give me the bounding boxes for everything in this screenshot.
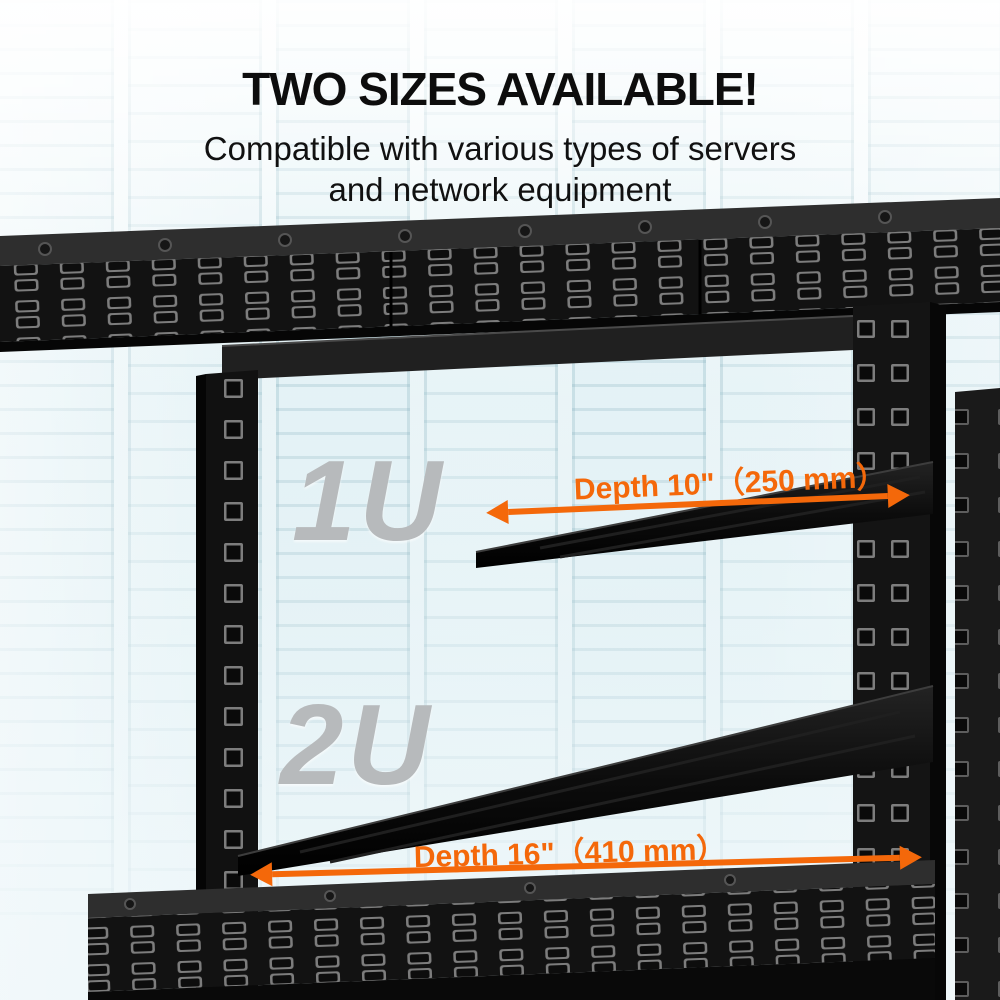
rack-side-rail — [221, 315, 854, 380]
arrow-head-right-icon — [887, 483, 911, 509]
shelf-2u — [237, 685, 934, 876]
headline: TWO SIZES AVAILABLE! — [242, 63, 759, 115]
subtitle: Compatible with various types of servers… — [0, 128, 1000, 211]
rack-back-post — [955, 388, 1000, 1000]
size-label-1u: 1U — [292, 438, 446, 565]
rack-left-post — [196, 370, 258, 1000]
size-label-2u: 2U — [280, 682, 434, 809]
arrow-head-left-icon — [485, 499, 509, 525]
subtitle-line-1: Compatible with various types of servers — [203, 130, 797, 167]
rack-bottom-beam — [88, 860, 935, 1000]
rack-top-beam — [0, 198, 1000, 352]
shelf-1u — [475, 461, 934, 568]
subtitle-line-2: and network equipment — [328, 171, 672, 209]
arrow-head-left-icon — [249, 862, 273, 887]
arrow-head-right-icon — [899, 845, 923, 870]
